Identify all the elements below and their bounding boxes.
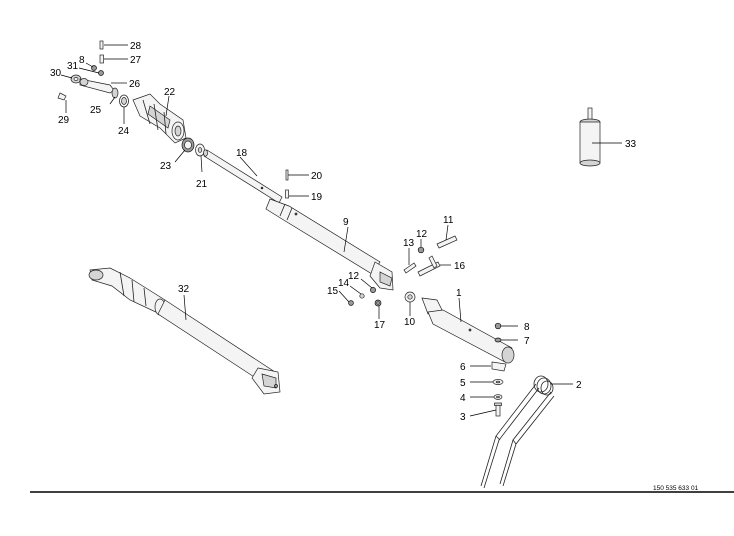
part-21-washer — [195, 143, 205, 157]
label-31: 31 — [67, 61, 79, 72]
part-13-pin — [403, 262, 417, 274]
label-11: 11 — [443, 215, 454, 226]
label-30: 30 — [50, 68, 62, 79]
part-22-bracket — [132, 93, 187, 144]
label-32: 32 — [178, 284, 190, 295]
part-4-washer — [493, 394, 503, 400]
part-14-washer — [359, 293, 365, 299]
label-16: 16 — [454, 261, 466, 272]
part-2-spring-tine — [480, 375, 555, 489]
label-17: 17 — [374, 320, 386, 331]
part-19-pin — [285, 189, 289, 199]
part-12-nut-left — [370, 287, 376, 293]
label-21: 21 — [196, 179, 208, 190]
leader-lines — [60, 44, 622, 417]
part-6-clamp — [491, 361, 507, 372]
label-14: 14 — [338, 278, 350, 289]
label-28: 28 — [130, 41, 142, 52]
label-2: 2 — [576, 380, 582, 391]
part-20-pin — [285, 169, 289, 181]
part-25-ring — [111, 87, 119, 99]
part-29-bolt — [57, 92, 67, 101]
part-8-nut — [494, 322, 502, 330]
label-27: 27 — [130, 55, 142, 66]
part-28-pin — [99, 40, 104, 50]
part-17-nut — [374, 299, 382, 307]
part-9-tube — [265, 198, 394, 291]
label-25: 25 — [90, 105, 102, 116]
part-1-tube — [421, 297, 515, 364]
part-30-ring — [70, 74, 82, 84]
part-number-labels: 28 27 8 31 30 26 22 25 29 24 23 21 18 20… — [50, 41, 637, 423]
part-23-bearing — [181, 137, 195, 153]
part-26-arm — [79, 78, 115, 94]
label-7: 7 — [524, 336, 530, 347]
label-26: 26 — [129, 79, 141, 90]
label-13: 13 — [403, 238, 415, 249]
label-6: 6 — [460, 362, 466, 373]
part-7-nut — [494, 337, 502, 343]
label-22: 22 — [164, 87, 176, 98]
part-32-assembly — [88, 267, 281, 395]
label-4: 4 — [460, 393, 466, 404]
part-27-pin — [99, 54, 104, 64]
part-11-bolt — [436, 235, 458, 249]
part-3-bolt — [494, 402, 502, 417]
part-5-washer — [492, 379, 504, 385]
part-31-nut — [98, 70, 104, 76]
label-12-right: 12 — [416, 229, 428, 240]
label-1: 1 — [456, 288, 462, 299]
label-5: 5 — [460, 378, 466, 389]
label-18: 18 — [236, 148, 248, 159]
label-33: 33 — [625, 139, 637, 150]
label-15: 15 — [327, 286, 339, 297]
label-10: 10 — [404, 317, 416, 328]
part-10-ring — [404, 291, 416, 303]
label-19: 19 — [311, 192, 323, 203]
label-12-left: 12 — [348, 271, 360, 282]
label-9: 9 — [343, 217, 349, 228]
part-33-holder — [579, 107, 601, 167]
label-23: 23 — [160, 161, 172, 172]
right-tine-assembly — [404, 291, 555, 489]
part-16-bolt — [417, 255, 441, 277]
label-24: 24 — [118, 126, 130, 137]
label-3: 3 — [460, 412, 466, 423]
part-15-nut — [348, 300, 354, 306]
document-number: 150 535 633 01 — [653, 485, 699, 492]
label-29: 29 — [58, 115, 70, 126]
upper-bracket-assembly — [57, 40, 205, 157]
label-8: 8 — [524, 322, 530, 333]
label-8-upper: 8 — [79, 55, 85, 66]
main-tube-assembly — [203, 149, 458, 307]
label-20: 20 — [311, 171, 323, 182]
part-12-nut-right — [417, 246, 425, 254]
part-24-seal — [119, 94, 129, 108]
